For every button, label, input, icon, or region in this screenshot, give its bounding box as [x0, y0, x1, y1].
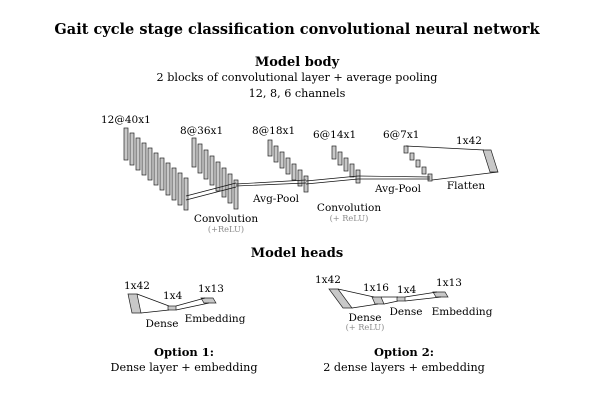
op-label-conv2: Convolution [317, 202, 381, 214]
option1-shape-1x13: 1x13 [198, 283, 224, 295]
shape-label-6x14: 6@14x1 [313, 129, 356, 141]
op-label-conv1: Convolution [194, 213, 258, 225]
option2-embedding-label: Embedding [432, 306, 493, 318]
shape-label-8x36: 8@36x1 [180, 125, 223, 137]
option2-dense1-note: (+ ReLU) [346, 322, 385, 332]
shape-label-flatten: 1x42 [456, 135, 482, 147]
option1-dense-label: Dense [146, 318, 179, 330]
model-body-description: 2 blocks of convolutional layer + averag… [157, 71, 438, 84]
flatten-vector [482, 149, 499, 173]
option2-shape-1x42: 1x42 [315, 274, 341, 286]
diagram-title: Gait cycle stage classification convolut… [54, 21, 540, 38]
option2-dense1-label: Dense [349, 312, 382, 324]
model-body-channels: 12, 8, 6 channels [249, 87, 346, 100]
option2-shape-1x4: 1x4 [397, 284, 417, 296]
shape-label-8x18: 8@18x1 [252, 125, 295, 137]
shape-label-12x40: 12@40x1 [101, 114, 151, 126]
option1-head [127, 293, 217, 314]
op-label-flatten: Flatten [447, 180, 486, 192]
op-note-conv2: (+ ReLU) [330, 213, 369, 223]
op-note-conv1: (+ReLU) [208, 224, 244, 234]
option2-shape-1x13: 1x13 [436, 277, 462, 289]
op-label-pool2: Avg-Pool [374, 183, 422, 195]
feature-maps-6x14 [331, 145, 361, 184]
feature-maps-6x7 [403, 145, 433, 182]
option2-dense2-label: Dense [390, 306, 423, 318]
option1-shape-1x42: 1x42 [124, 280, 150, 292]
option2-shape-1x16: 1x16 [363, 282, 389, 294]
option1-shape-1x4: 1x4 [163, 290, 183, 302]
option2-head [328, 288, 449, 309]
feature-maps-8x36 [191, 137, 239, 210]
op-label-pool1: Avg-Pool [252, 193, 300, 205]
option1-embedding-label: Embedding [185, 313, 246, 325]
model-heads-heading: Model heads [251, 246, 343, 261]
option1-description: Dense layer + embedding [110, 361, 257, 374]
option2-description: 2 dense layers + embedding [323, 361, 485, 374]
option2-title: Option 2: [374, 345, 434, 359]
connection-lines [185, 145, 499, 201]
model-body-heading: Model body [255, 55, 340, 70]
option1-title: Option 1: [154, 345, 214, 359]
feature-maps-12x40 [123, 127, 189, 211]
shape-label-6x7: 6@7x1 [383, 129, 419, 141]
